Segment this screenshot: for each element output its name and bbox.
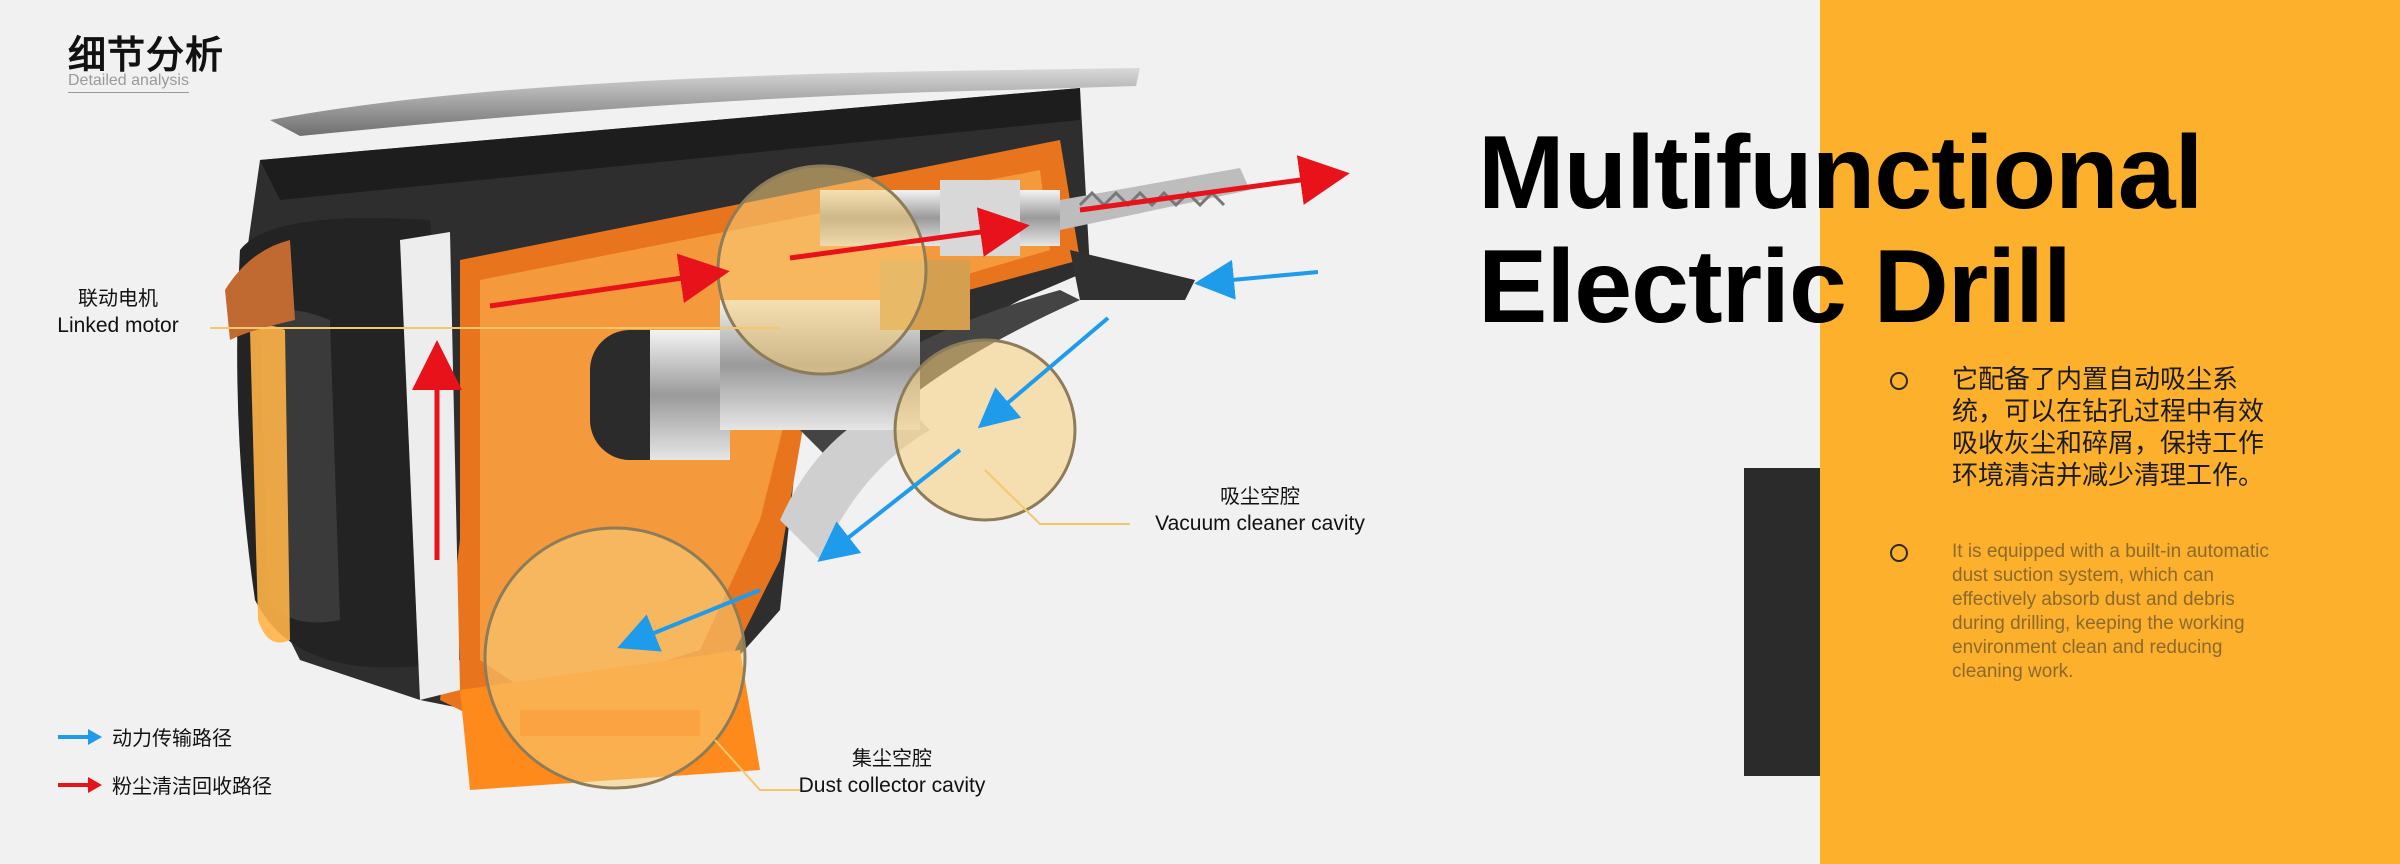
callout-vacuum-cavity: 吸尘空腔 Vacuum cleaner cavity — [1140, 482, 1380, 538]
collector-highlight-circle — [483, 526, 747, 790]
section-subtitle: Detailed analysis — [68, 72, 189, 93]
description-en: It is equipped with a built-in automatic… — [1952, 541, 2269, 682]
bullet-cn-icon — [1890, 372, 1908, 390]
blue-arrow-upper — [977, 316, 1110, 429]
dark-accent-block — [1744, 468, 1820, 776]
callout-linked-motor-en: Linked motor — [57, 314, 179, 337]
callout-vacuum-cavity-cn: 吸尘空腔 — [1220, 484, 1300, 508]
blue-arrow-icon — [58, 728, 102, 745]
red-arrow-exit — [1079, 155, 1350, 213]
drill-cutaway-illustration — [210, 68, 1350, 791]
gear-highlight-circle — [716, 164, 928, 376]
orange-panel — [1820, 0, 2400, 864]
red-arrow-icon — [58, 776, 102, 793]
legend-dust-path: 粉尘清洁回收路径 — [56, 770, 272, 799]
bullet-en-icon — [1890, 544, 1908, 562]
product-title: Multifunctional Electric Drill — [1478, 115, 2203, 345]
red-arrow-left — [489, 253, 730, 309]
blue-arrow-middle — [817, 448, 962, 562]
blue-arrow-lower — [617, 588, 761, 652]
blue-arrow-entry — [1194, 259, 1319, 300]
red-arrow-mid — [789, 207, 1030, 261]
callout-linked-motor: 联动电机 Linked motor — [48, 284, 188, 340]
callout-linked-motor-cn: 联动电机 — [78, 286, 158, 310]
legend-power-path-label: 动力传输路径 — [112, 726, 232, 750]
product-title-line2: Electric Drill — [1478, 229, 2072, 345]
callout-dust-collector: 集尘空腔 Dust collector cavity — [782, 744, 1002, 800]
legend-power-path: 动力传输路径 — [56, 722, 232, 751]
product-title-line1: Multifunctional — [1478, 115, 2203, 231]
drill-top-rail — [270, 68, 1140, 136]
callout-vacuum-cavity-en: Vacuum cleaner cavity — [1155, 512, 1365, 535]
vacuum-leader-line — [984, 469, 1130, 525]
legend-dust-path-label: 粉尘清洁回收路径 — [112, 774, 272, 798]
section-title: 细节分析 — [68, 33, 225, 77]
callout-dust-collector-cn: 集尘空腔 — [852, 746, 932, 770]
description-cn: 它配备了内置自动吸尘系统，可以在钻孔过程中有效吸收灰尘和碎屑，保持工作环境清洁并… — [1952, 365, 2265, 491]
collector-leader-line — [714, 739, 800, 791]
callout-dust-collector-en: Dust collector cavity — [798, 774, 986, 797]
